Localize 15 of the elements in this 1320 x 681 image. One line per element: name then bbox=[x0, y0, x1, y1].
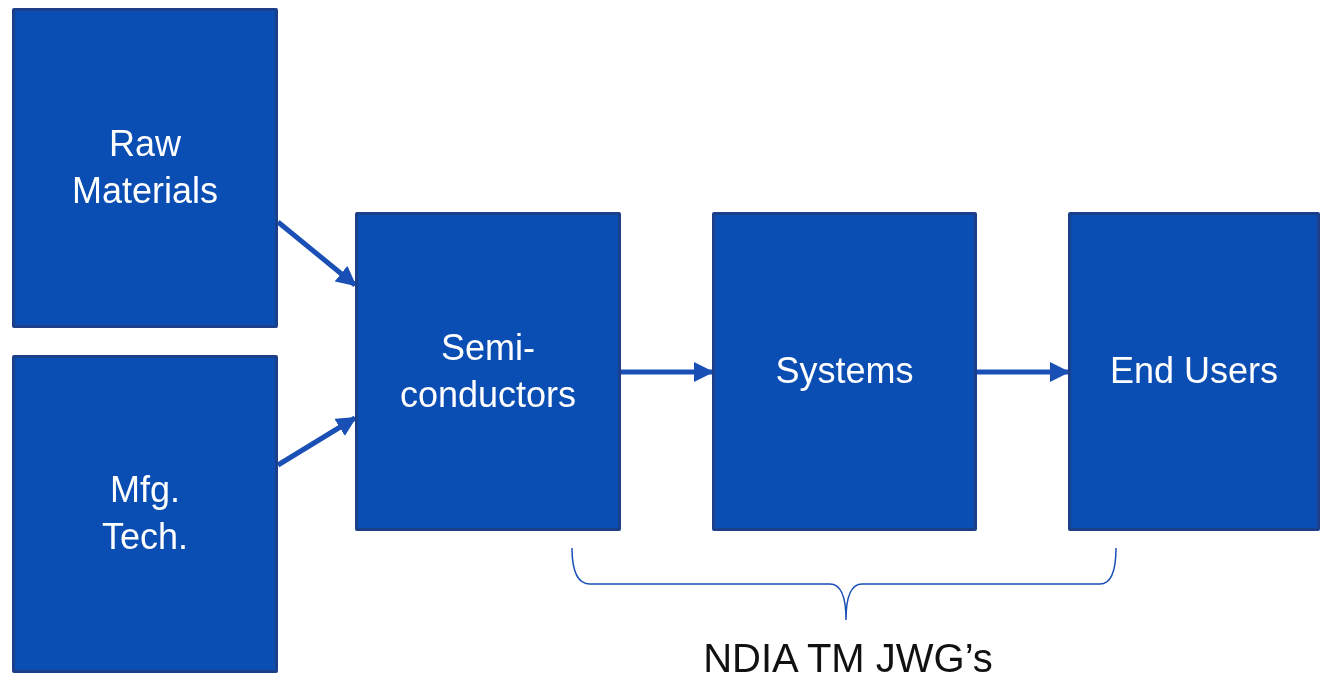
box-label: Semi- conductors bbox=[398, 325, 578, 417]
process-box bbox=[12, 355, 278, 673]
arrow bbox=[276, 415, 357, 468]
box-label: End Users bbox=[1109, 349, 1279, 394]
process-box bbox=[355, 212, 621, 531]
arrow bbox=[276, 220, 357, 287]
box-label: Systems bbox=[775, 349, 914, 394]
process-box bbox=[712, 212, 977, 531]
box-label: Mfg. Tech. bbox=[100, 468, 189, 559]
process-box bbox=[1068, 212, 1320, 531]
arrow bbox=[977, 362, 1070, 382]
brace-label: NDIA TM JWG’s bbox=[703, 636, 993, 681]
box-label: Raw Materials bbox=[70, 122, 219, 213]
process-box bbox=[12, 8, 278, 328]
arrow bbox=[621, 362, 714, 382]
